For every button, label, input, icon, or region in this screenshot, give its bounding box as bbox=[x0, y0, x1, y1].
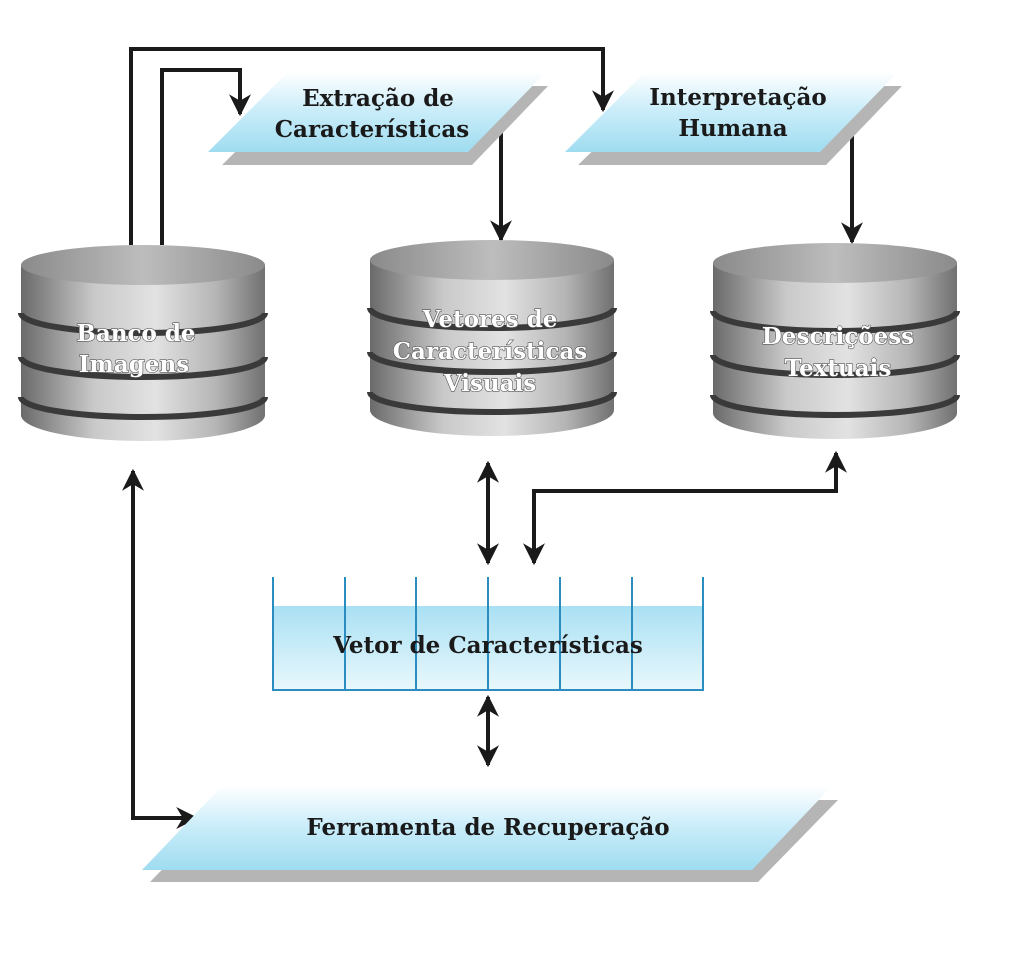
node-vetores: Vetores de Características Visuais bbox=[370, 240, 614, 436]
descricoes-line2: Textuais bbox=[785, 355, 892, 382]
node-interpretacao: Interpretação Humana bbox=[565, 72, 902, 165]
connector-banco-ferramenta bbox=[122, 468, 199, 829]
interpretacao-line1: Interpretação bbox=[649, 84, 826, 111]
vetores-line2: Características bbox=[393, 338, 588, 365]
vetor-label: Vetor de Características bbox=[332, 632, 643, 659]
extracao-line1: Extração de bbox=[302, 85, 454, 112]
node-descricoes: Descriçõess Textuais bbox=[713, 243, 957, 439]
extracao-line2: Características bbox=[275, 116, 470, 143]
ferramenta-label: Ferramenta de Recuperação bbox=[306, 814, 669, 841]
vetores-line1: Vetores de bbox=[422, 306, 558, 333]
connector-descricoes-vetor bbox=[523, 450, 847, 566]
connector-banco-to-extracao bbox=[160, 68, 251, 245]
banco-line1: Banco de bbox=[76, 320, 195, 347]
descricoes-line1: Descriçõess bbox=[762, 323, 914, 350]
node-vetor: Vetor de Características bbox=[272, 577, 704, 691]
node-ferramenta: Ferramenta de Recuperação bbox=[142, 786, 838, 882]
connector-banco-to-interpretacao bbox=[129, 47, 614, 245]
vetores-line3: Visuais bbox=[443, 370, 536, 397]
banco-line2: Imagens bbox=[79, 351, 189, 378]
interpretacao-line2: Humana bbox=[678, 115, 787, 142]
node-banco: Banco de Imagens bbox=[21, 245, 265, 441]
node-extracao: Extração de Características bbox=[208, 72, 548, 165]
